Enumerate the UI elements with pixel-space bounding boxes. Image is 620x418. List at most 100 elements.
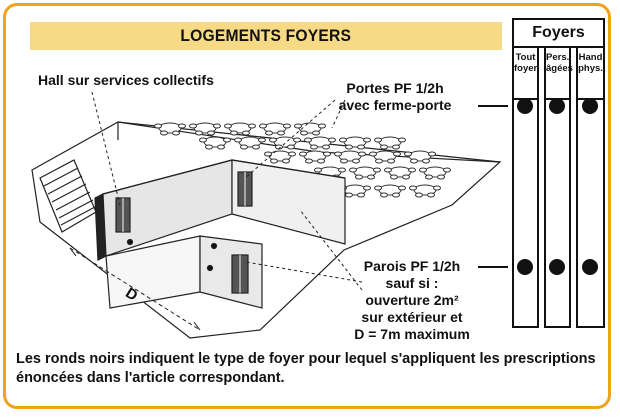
- chair: [384, 167, 392, 173]
- mark-dot-parois: [582, 259, 598, 275]
- mark-dot-portes: [517, 98, 533, 114]
- chair: [242, 130, 250, 136]
- chair: [357, 144, 365, 150]
- chair: [213, 123, 221, 129]
- chair: [392, 144, 400, 150]
- label-portes: Portes PF 1/2h avec ferme-porte: [325, 80, 465, 114]
- chair: [393, 151, 401, 157]
- chair: [223, 137, 231, 143]
- label-parois-line5: D = 7m maximum: [354, 326, 470, 342]
- label-parois-line4: sur extérieur et: [361, 309, 463, 325]
- chair: [189, 123, 197, 129]
- chair: [374, 185, 382, 191]
- chair: [338, 167, 346, 173]
- chair: [363, 137, 371, 143]
- column-header-hand-phys: Hand phys.: [576, 48, 605, 100]
- chair: [317, 158, 325, 164]
- chair: [398, 185, 406, 191]
- chair: [408, 167, 416, 173]
- chair: [433, 185, 441, 191]
- chair: [352, 158, 360, 164]
- chair: [282, 158, 290, 164]
- foyers-table: Foyers Tout foyer Pers. âgées Hand phys.: [512, 18, 605, 328]
- chair: [363, 185, 371, 191]
- chair: [199, 137, 207, 143]
- chair: [428, 151, 436, 157]
- chair: [349, 167, 357, 173]
- chair: [283, 123, 291, 129]
- chair: [287, 144, 295, 150]
- chair: [328, 137, 336, 143]
- table-header: Foyers: [512, 18, 605, 48]
- chair: [288, 151, 296, 157]
- chair: [312, 130, 320, 136]
- chair: [293, 137, 301, 143]
- chair: [178, 123, 186, 129]
- chair: [443, 167, 451, 173]
- chair: [375, 158, 383, 164]
- chair: [207, 130, 215, 136]
- footnote: Les ronds noirs indiquent le type de foy…: [16, 351, 596, 386]
- chair: [404, 151, 412, 157]
- chair: [367, 174, 375, 180]
- label-hall: Hall sur services collectifs: [38, 72, 214, 88]
- title-banner: LOGEMENTS FOYERS: [30, 22, 502, 50]
- chair: [299, 151, 307, 157]
- chair: [314, 167, 322, 173]
- label-parois-line2: sauf si :: [385, 275, 439, 291]
- label-portes-line2: avec ferme-porte: [338, 97, 452, 113]
- chair: [345, 144, 353, 150]
- chair: [380, 144, 388, 150]
- chair: [230, 130, 238, 136]
- chair: [300, 130, 308, 136]
- chair: [369, 151, 377, 157]
- chair: [224, 123, 232, 129]
- chair: [264, 151, 272, 157]
- label-parois: Parois PF 1/2h sauf si : ouverture 2m² s…: [352, 258, 472, 343]
- chair: [259, 123, 267, 129]
- table-column: [576, 47, 605, 328]
- chair: [234, 137, 242, 143]
- page-title: LOGEMENTS FOYERS: [180, 26, 352, 45]
- column-header-tout-foyer: Tout foyer: [512, 48, 539, 100]
- mark-dot-portes: [582, 98, 598, 114]
- label-parois-line1: Parois PF 1/2h: [363, 258, 461, 274]
- chair: [373, 167, 381, 173]
- chair: [425, 174, 433, 180]
- chair: [409, 185, 417, 191]
- chair: [358, 151, 366, 157]
- mark-dot-portes: [549, 98, 565, 114]
- chair: [422, 158, 430, 164]
- chair: [252, 144, 260, 150]
- chair: [392, 192, 400, 198]
- chair: [374, 137, 382, 143]
- leader-lines: [91, 91, 363, 291]
- chair: [419, 167, 427, 173]
- chair: [294, 123, 302, 129]
- chair: [323, 151, 331, 157]
- chair: [340, 158, 348, 164]
- chair: [154, 123, 162, 129]
- mark-dot-parois: [517, 259, 533, 275]
- chair: [322, 144, 330, 150]
- chair: [248, 123, 256, 129]
- chair: [265, 130, 273, 136]
- chair: [304, 137, 312, 143]
- chair: [205, 144, 213, 150]
- chair: [305, 158, 313, 164]
- chair: [437, 174, 445, 180]
- label-parois-line3: ouverture 2m²: [365, 292, 459, 308]
- chair: [357, 192, 365, 198]
- table-column: [512, 47, 539, 328]
- chair: [398, 137, 406, 143]
- chair: [387, 158, 395, 164]
- hall-room: [94, 159, 346, 309]
- chair: [390, 174, 398, 180]
- dining-tables: [154, 122, 451, 198]
- chair: [310, 144, 318, 150]
- chair: [195, 130, 203, 136]
- chair: [410, 158, 418, 164]
- chair: [355, 174, 363, 180]
- chair: [269, 137, 277, 143]
- chair: [277, 130, 285, 136]
